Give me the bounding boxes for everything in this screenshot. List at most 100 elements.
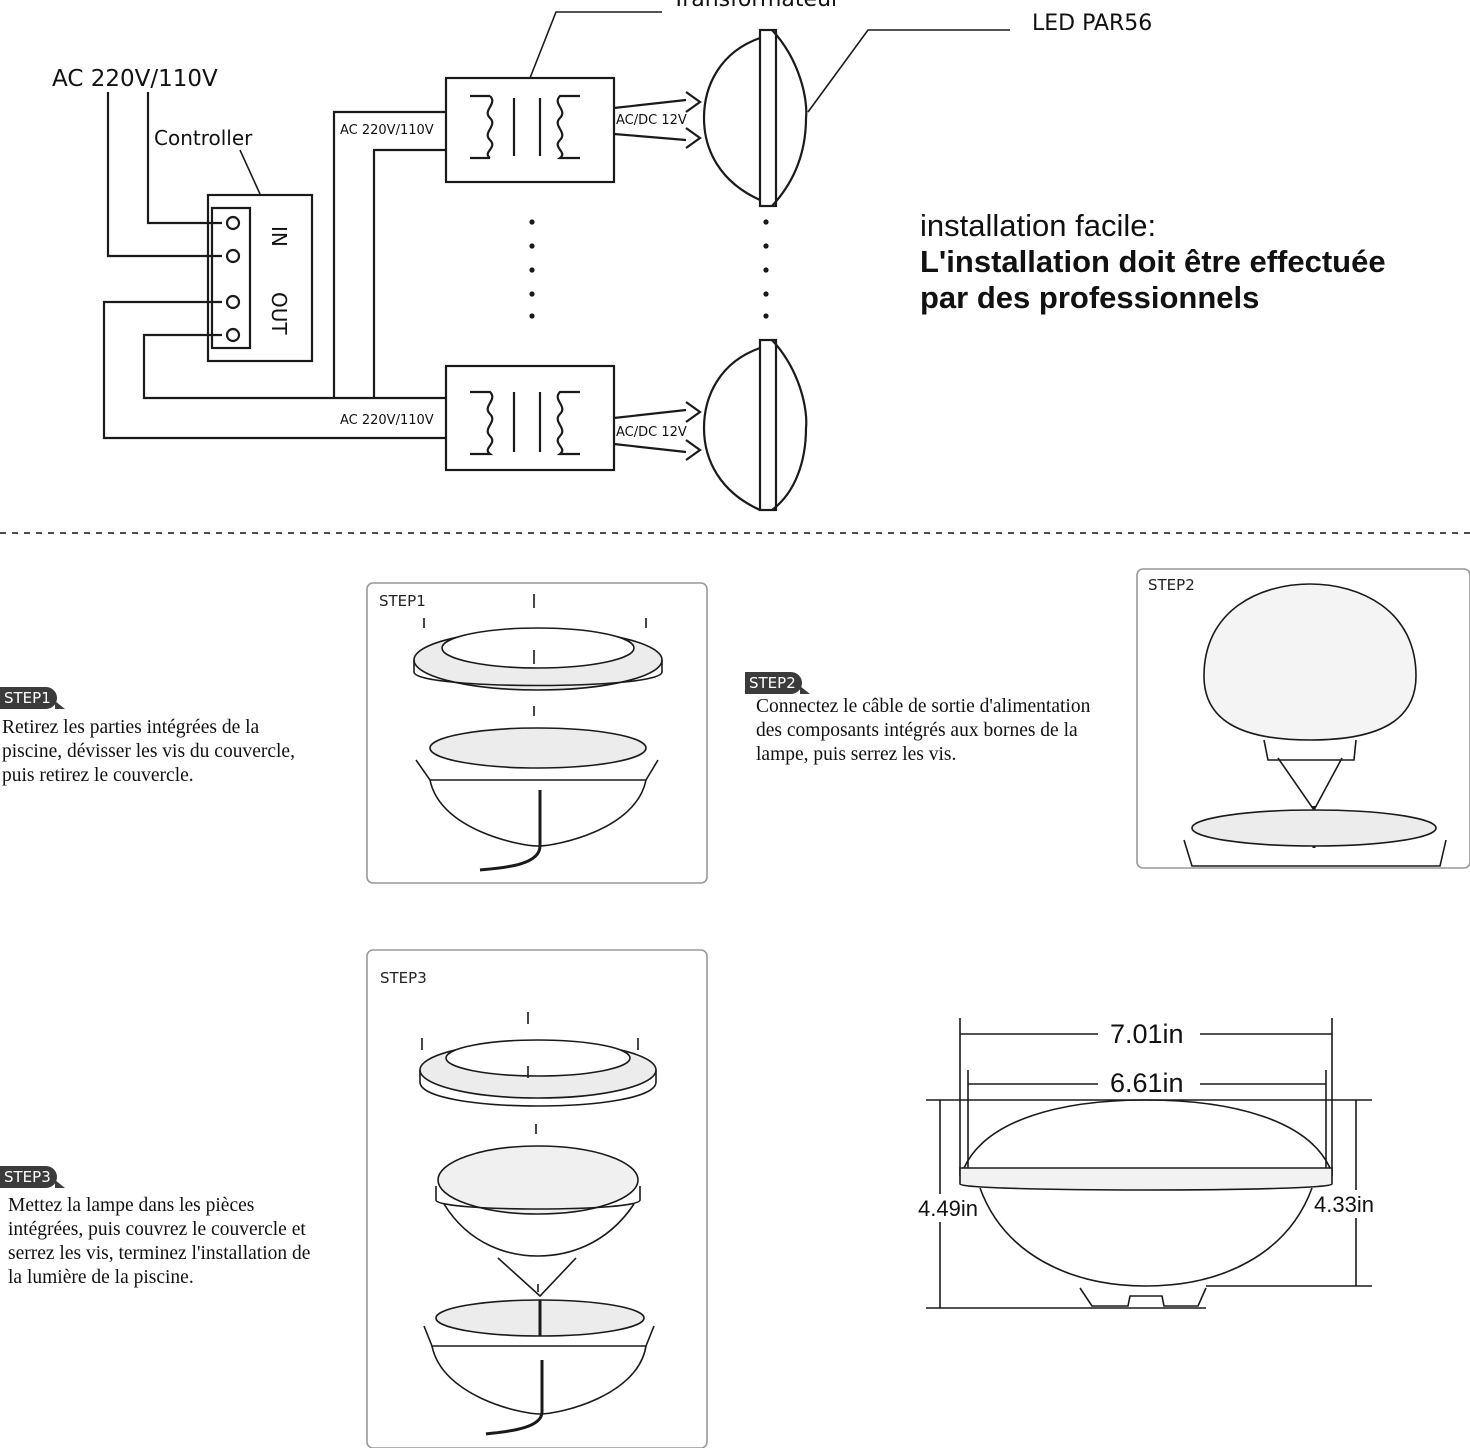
step3-panel — [366, 949, 708, 1448]
lamp-top-rim — [758, 28, 778, 208]
lamp-bottom-lens — [771, 339, 808, 511]
terminal-base-profile — [1079, 1287, 1207, 1307]
output-wires-top — [613, 98, 687, 142]
step1-cover-opening — [441, 627, 635, 669]
step1-line: puis retirez le couvercle. — [2, 765, 194, 786]
step3-wires — [497, 1257, 577, 1298]
notice-line-2: L'installation doit être effectuée — [920, 244, 1386, 279]
step2-panel — [1136, 568, 1470, 869]
step2-lamp-base — [1263, 739, 1357, 761]
step3-line: Mettez la lampe dans les pièces — [8, 1195, 255, 1216]
step1-cable — [479, 790, 542, 872]
controller-box — [206, 193, 314, 363]
inner-width-label: 6.61in — [1110, 1068, 1184, 1098]
transformer-bottom-coil-right — [556, 390, 580, 456]
step1-panel-label: STEP1 — [379, 592, 426, 610]
wiring-diagram — [102, 11, 1010, 512]
step1-tag: STEP1 — [0, 687, 65, 709]
step2-description: Connectez le câble de sortie d'alimentat… — [756, 695, 1136, 767]
lamp-leader — [807, 29, 1010, 113]
transformer-label: Transformateur — [671, 0, 841, 12]
step3-cable-bottom — [485, 1360, 544, 1436]
total-height-label: 4.49in — [918, 1196, 978, 1221]
step2-line: Connectez le câble de sortie d'alimentat… — [756, 696, 1091, 717]
step2-lamp-dome — [1203, 583, 1417, 741]
controller-terminal-strip — [210, 206, 252, 350]
transformer-top — [444, 76, 616, 184]
controller-leader — [239, 149, 261, 195]
step2-tag: STEP2 — [745, 672, 810, 694]
step3-line: intégrées, puis couvrez le couvercle et — [8, 1219, 306, 1240]
step1-screws — [423, 594, 647, 664]
controller-in-label: IN — [267, 226, 291, 247]
step1-line: Retirez les parties intégrées de la — [2, 717, 260, 738]
step3-cover-opening — [445, 1039, 631, 1077]
installation-notice: installation facile: L'installation doit… — [920, 208, 1440, 316]
lamp-label: LED PAR56 — [1032, 11, 1152, 36]
transformer-bottom-core — [512, 392, 542, 452]
terminal-out-1 — [225, 294, 241, 310]
notice-line-1: installation facile: — [920, 208, 1157, 243]
step1-niche-top — [429, 727, 647, 769]
step2-line: lampe, puis serrez les vis. — [756, 744, 957, 765]
step1-panel — [366, 582, 708, 884]
step1-line: piscine, dévisser les vis du couvercle, — [2, 741, 295, 762]
transformer-bottom-output-label: AC/DC 12V — [616, 425, 687, 440]
rim-profile — [959, 1167, 1333, 1191]
step2-niche-flange — [1183, 839, 1447, 867]
terminal-out-2 — [225, 327, 241, 343]
step3-lamp-lens — [437, 1145, 639, 1215]
body-height-label: 4.33in — [1314, 1192, 1374, 1217]
step3-screws — [421, 1012, 639, 1078]
body-profile — [979, 1187, 1313, 1287]
transformer-leader — [529, 11, 662, 79]
step3-niche-flange — [423, 1325, 655, 1347]
transformer-top-core — [512, 98, 542, 156]
transformer-top-input-label: AC 220V/110V — [340, 123, 434, 138]
step3-description: Mettez la lampe dans les pièces intégrée… — [8, 1194, 358, 1290]
lamp-bottom-connectors — [685, 401, 702, 461]
inner-width-extension — [967, 1070, 1327, 1174]
lamp-top-connectors — [685, 91, 702, 149]
step2-line: des composants intégrés aux bornes de la — [756, 720, 1078, 741]
lamp-bottom-dome — [702, 346, 761, 512]
outer-width-label: 7.01in — [1110, 1019, 1184, 1049]
step2-niche-top — [1191, 809, 1437, 847]
repeat-dots — [529, 219, 769, 319]
feed-wire-top-1 — [332, 110, 446, 398]
outer-width-extension — [959, 1018, 1333, 1176]
supply-wire-1 — [146, 92, 222, 225]
out-wire-2 — [142, 333, 446, 400]
lamp-top-dome — [702, 36, 761, 202]
step3-lamp-rim — [435, 1186, 641, 1210]
feed-wire-top-2 — [372, 148, 446, 398]
transformer-bottom-input-label: AC 220V/110V — [340, 413, 434, 428]
terminal-in-1 — [225, 215, 241, 231]
step3-lamp-body — [443, 1203, 635, 1257]
step1-niche-bowl — [429, 779, 647, 847]
step3-line: la lumière de la piscine. — [8, 1267, 194, 1288]
step3-illustration — [366, 949, 708, 1448]
supply-wire-2 — [106, 92, 222, 258]
supply-label: AC 220V/110V — [52, 66, 218, 92]
step3-line: serrez les vis, terminez l'installation … — [8, 1243, 311, 1264]
step2-wires — [1277, 757, 1343, 812]
step3-panel-label: STEP3 — [380, 969, 427, 987]
step3-tag: STEP3 — [0, 1166, 65, 1188]
terminal-in-2 — [225, 248, 241, 264]
step1-illustration — [366, 582, 708, 884]
notice-line-3: par des professionnels — [920, 280, 1260, 315]
step1-niche-flange — [415, 759, 659, 781]
step1-description: Retirez les parties intégrées de la pisc… — [2, 716, 342, 788]
step1-cover-edge — [413, 660, 663, 687]
controller-label: Controller — [154, 126, 253, 150]
transformer-top-coil-left — [470, 94, 494, 160]
controller-out-label: OUT — [267, 292, 291, 335]
step2-illustration — [1136, 568, 1470, 869]
lamp-bottom-rim — [758, 338, 778, 512]
output-wires-bottom — [613, 408, 687, 454]
lens-profile — [963, 1099, 1331, 1169]
step3-niche-bowl — [431, 1345, 647, 1415]
step3-cover-edge — [419, 1070, 657, 1107]
